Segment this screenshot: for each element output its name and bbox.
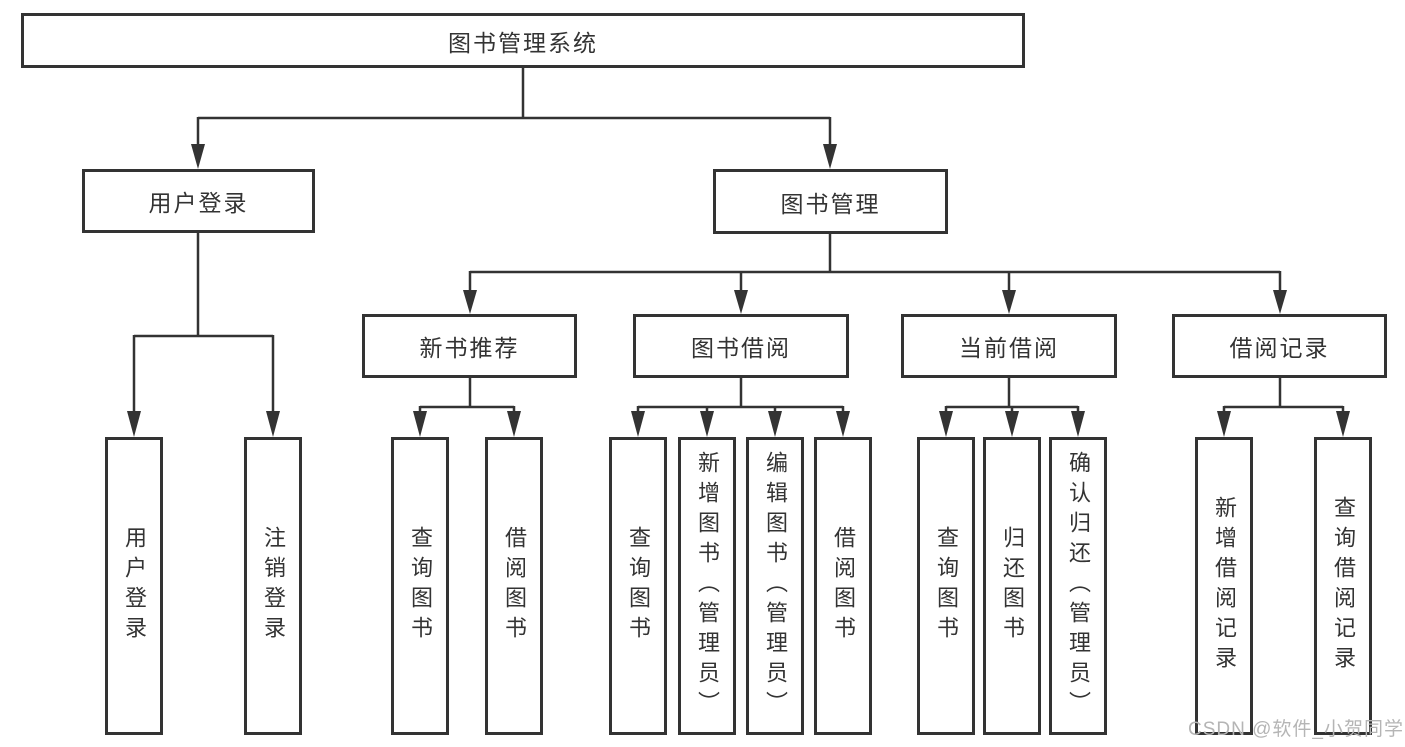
- group-box-book-borrow: 图书借阅: [633, 314, 849, 378]
- leaf-box-add-borrow-record: 新增借阅记录: [1195, 437, 1253, 735]
- leaf-box-query-borrow-record: 查询借阅记录: [1314, 437, 1372, 735]
- leaf-box-edit-books-admin: 编辑图书（管理员）: [746, 437, 804, 735]
- connector-current-borrow-to-leaves: [939, 378, 1085, 437]
- leaf-label: 查询图书: [934, 526, 959, 646]
- branch-label: 用户登录: [148, 190, 249, 216]
- leaf-box-borrow-books: 借阅图书: [814, 437, 872, 735]
- group-box-borrow-records: 借阅记录: [1172, 314, 1387, 378]
- leaf-label: 编辑图书（管理员）: [763, 451, 788, 721]
- leaf-label: 查询图书: [408, 526, 433, 646]
- connector-user-login-to-leaves: [127, 233, 280, 437]
- connector-book-borrow-to-leaves: [631, 378, 850, 437]
- branch-label: 图书管理: [780, 190, 881, 217]
- leaf-box-confirm-return-admin: 确认归还（管理员）: [1049, 437, 1107, 735]
- group-label: 新书推荐: [419, 335, 520, 361]
- leaf-box-logout: 注销登录: [244, 437, 302, 735]
- leaf-box-query-books: 查询图书: [609, 437, 667, 735]
- leaf-label: 确认归还（管理员）: [1066, 451, 1091, 721]
- leaf-label: 查询借阅记录: [1331, 496, 1356, 676]
- leaf-label: 注销登录: [261, 526, 286, 646]
- group-label: 借阅记录: [1229, 335, 1330, 361]
- connector-book-management-to-groups: [463, 234, 1287, 314]
- leaf-box-borrow-books: 借阅图书: [485, 437, 543, 735]
- root-box: 图书管理系统: [21, 13, 1025, 68]
- root-label: 图书管理系统: [448, 29, 598, 56]
- leaf-box-user-login: 用户登录: [105, 437, 163, 735]
- branch-box-user-login: 用户登录: [82, 169, 315, 233]
- csdn-watermark: CSDN @软件_小贺同学: [1188, 719, 1404, 740]
- leaf-label: 新增借阅记录: [1212, 496, 1237, 676]
- leaf-label: 用户登录: [122, 526, 147, 646]
- leaf-label: 归还图书: [1000, 526, 1025, 646]
- branch-box-book-management: 图书管理: [713, 169, 948, 234]
- leaf-label: 新增图书（管理员）: [695, 451, 720, 721]
- group-label: 当前借阅: [959, 335, 1059, 361]
- leaf-box-query-books: 查询图书: [391, 437, 449, 735]
- group-label: 图书借阅: [691, 335, 791, 361]
- connector-borrow-records-to-leaves: [1217, 378, 1350, 437]
- leaf-label: 借阅图书: [502, 526, 527, 646]
- connector-new-book-recommend-to-leaves: [413, 378, 521, 437]
- group-box-current-borrow: 当前借阅: [901, 314, 1117, 378]
- leaf-box-query-books: 查询图书: [917, 437, 975, 735]
- leaf-label: 查询图书: [626, 526, 651, 646]
- leaf-label: 借阅图书: [831, 526, 856, 646]
- connector-root-to-branches: [191, 68, 837, 169]
- group-box-new-book-recommend: 新书推荐: [362, 314, 577, 378]
- leaf-box-return-books: 归还图书: [983, 437, 1041, 735]
- leaf-box-add-books-admin: 新增图书（管理员）: [678, 437, 736, 735]
